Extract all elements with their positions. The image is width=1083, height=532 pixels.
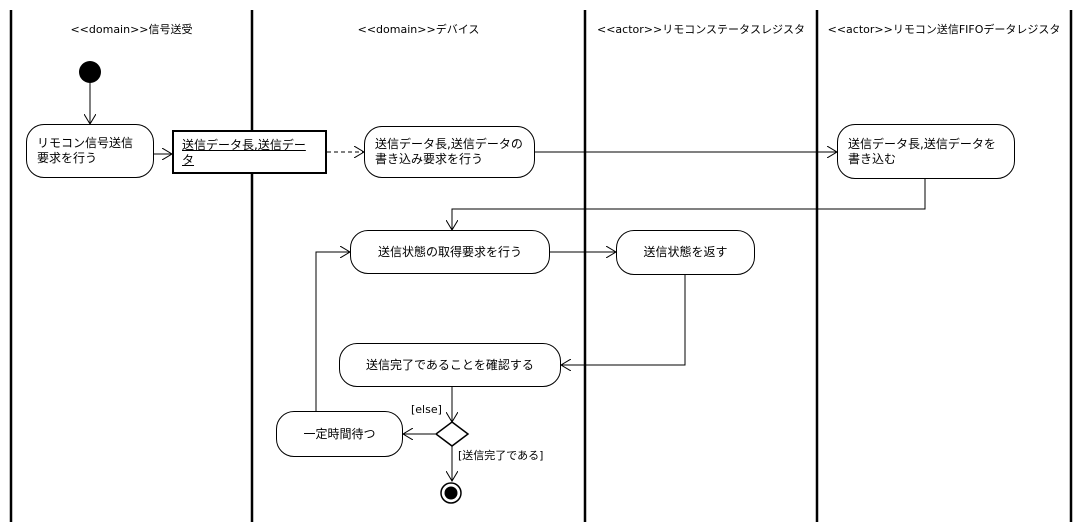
lane-header-signal: <<domain>>信号送受 [70,23,193,36]
flow-return-status-to-confirm [561,275,686,365]
action-write-request[interactable]: 送信データ長,送信データの 書き込み要求を行う [364,126,535,178]
action-return-status[interactable]: 送信状態を返す [616,230,755,275]
guard-complete: [送信完了である] [458,449,544,462]
action-write-request-label: 送信データ長,送信データの 書き込み要求を行う [375,137,523,166]
action-confirm-complete[interactable]: 送信完了であることを確認する [339,343,561,387]
action-wait[interactable]: 一定時間待つ [276,411,403,457]
flow-write-data-to-get-status [452,179,926,230]
action-confirm-complete-label: 送信完了であることを確認する [366,357,534,372]
action-request-send-label: リモコン信号送信 要求を行う [37,136,134,165]
action-write-data-label: 送信データ長,送信データを 書き込む [848,136,996,166]
lane-header-fifo-register: <<actor>>リモコン送信FIFOデータレジスタ [827,23,1061,36]
initial-node [79,61,101,83]
flow-wait-to-get-status [315,252,350,411]
object-send-data-label: 送信データ長,送信データ [182,138,306,167]
guard-else: [else] [411,403,442,416]
lane-header-device: <<domain>>デバイス [357,23,480,36]
action-return-status-label: 送信状態を返す [643,245,728,259]
action-get-status[interactable]: 送信状態の取得要求を行う [350,230,550,274]
final-node-core [444,486,458,500]
action-wait-label: 一定時間待つ [303,426,376,441]
lane-header-status-register: <<actor>>リモコンステータスレジスタ [596,23,805,36]
decision-node [434,421,470,447]
action-get-status-label: 送信状態の取得要求を行う [377,244,522,259]
action-request-send[interactable]: リモコン信号送信 要求を行う [26,124,154,178]
action-write-data[interactable]: 送信データ長,送信データを 書き込む [837,124,1015,179]
object-send-data[interactable]: 送信データ長,送信データ [172,130,327,174]
